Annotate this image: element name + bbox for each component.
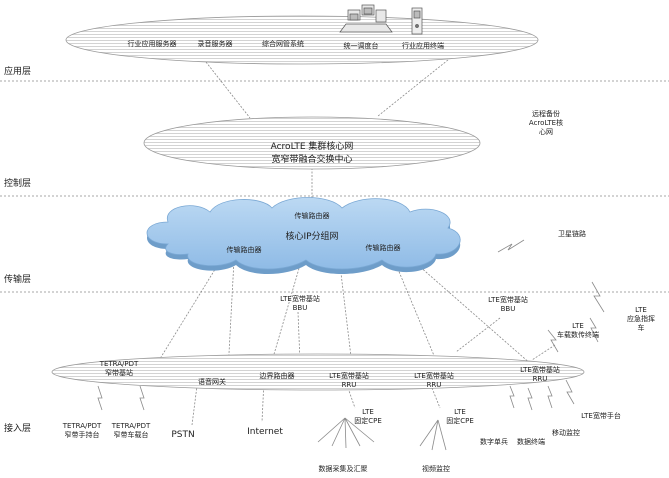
layer-label-transport: 传输层 [4, 275, 32, 285]
ip-cloud-title: 核心IP分组网 [285, 232, 339, 242]
bbu-a-label: LTE宽带基站 BBU [280, 295, 320, 312]
cpe2-label: LTE 固定CPE [446, 408, 474, 425]
router-top-label: 传输路由器 [294, 212, 330, 220]
layer-label-control: 控制层 [4, 179, 32, 189]
bbu-b-label: LTE宽带基站 BBU [488, 296, 528, 313]
lte-handset-label: LTE宽带手台 [581, 412, 621, 420]
emergency-vehicle-label: LTE 应急指挥车 [627, 306, 655, 332]
satellite-link-label: 卫星链路 [558, 230, 586, 238]
access-ellipse [51, 353, 585, 391]
border-router-label: 边界路由器 [259, 372, 295, 380]
cpe1-label: LTE 固定CPE [354, 408, 382, 425]
tetra-base-label: TETRA/PDT 窄带基站 [99, 360, 139, 377]
dispatch-console-label: 统一调度台 [343, 42, 379, 50]
tetra-handset-label: TETRA/PDT 窄带手持台 [62, 422, 102, 439]
industry-server-label: 行业应用服务器 [127, 40, 177, 48]
core-network-ellipse [143, 116, 481, 170]
voice-server-label: 录音服务器 [197, 40, 233, 48]
rru3-label: LTE宽带基站 RRU [520, 366, 560, 383]
rru2-label: LTE宽带基站 RRU [414, 372, 454, 389]
rru1-label: LTE宽带基站 RRU [329, 372, 369, 389]
terminal-label: 行业应用终端 [402, 42, 444, 50]
core-network-subtitle: 宽窄带融合交换中心 [271, 155, 353, 165]
mobile-monitoring-label: 移动监控 [552, 429, 580, 437]
voice-gateway-label: 语音网关 [198, 378, 226, 386]
video-monitoring-label: 视频监控 [422, 465, 450, 473]
layer-label-access: 接入层 [4, 424, 32, 434]
terminal-icon [411, 7, 423, 35]
layer-separators [0, 80, 669, 293]
layer-label-application: 应用层 [4, 67, 32, 77]
data-collection-fan [317, 417, 447, 451]
core-network-title: AcroLTE 集群核心网 [270, 142, 354, 152]
router-left-label: 传输路由器 [226, 246, 262, 254]
ip-cloud [146, 197, 461, 274]
tetra-vehicle-radio-label: TETRA/PDT 窄带车载台 [111, 422, 151, 439]
internet-label: Internet [247, 427, 283, 437]
router-right-label: 传输路由器 [365, 244, 401, 252]
network-mgmt-label: 综合网管系统 [262, 40, 304, 48]
pstn-label: PSTN [171, 430, 195, 440]
data-terminal-label: 数据终端 [517, 438, 545, 446]
backup-core-label: 远程备份 AcroLTE核 心网 [528, 110, 564, 136]
wireless-links [97, 239, 605, 411]
vehicle-terminal-label: LTE 车载数传终端 [557, 322, 599, 339]
dispatch-console-icon [339, 4, 393, 33]
connection-lines [149, 59, 556, 426]
digital-individual-label: 数字单兵 [480, 438, 508, 446]
data-collection-label: 数据采集及汇聚 [318, 465, 368, 473]
